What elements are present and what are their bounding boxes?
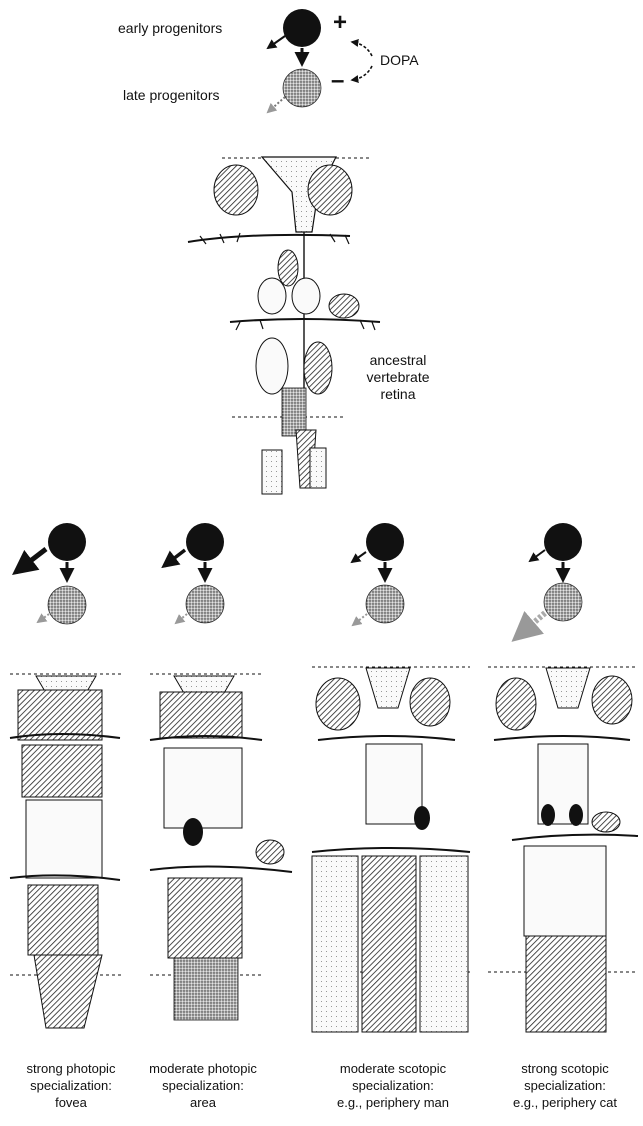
caption-fovea: strong photopic specialization: fovea [0,1060,146,1111]
col4-late-progenitor [544,583,582,621]
caption-area-line-1: moderate photopic [128,1060,278,1077]
caption-cat-line-2: specialization: [490,1077,640,1094]
caption-man-line-1: moderate scotopic [318,1060,468,1077]
caption-cat-line-3: e.g., periphery cat [490,1094,640,1111]
col2-early-progenitor [186,523,224,561]
dopa-minus-arrow [352,66,372,80]
ancestral-retina-drawing [188,157,380,494]
col2-early-exit-arrow [164,550,185,566]
col1-early-exit-arrow [16,549,46,572]
col4-late-exit-arrow [516,613,545,638]
late-progenitors-label: late progenitors [123,87,220,104]
caption-fovea-line-2: specialization: [0,1077,146,1094]
dopa-label: DOPA [380,52,419,69]
column-1-fovea [10,523,122,1028]
caption-periphery-cat: strong scotopic specialization: e.g., pe… [490,1060,640,1111]
caption-periphery-man: moderate scotopic specialization: e.g., … [318,1060,468,1111]
col3-late-progenitor [366,585,404,623]
late-exit-arrow [268,97,285,112]
early-progenitors-label: early progenitors [118,20,222,37]
early-exit-arrow [268,36,285,48]
dopa-plus-arrow [352,42,372,56]
early-progenitor-cell [283,9,321,47]
caption-cat-line-1: strong scotopic [490,1060,640,1077]
ancestral-retina-label: ancestral vertebrate retina [352,352,444,403]
column-4-periphery-cat [488,523,638,1032]
caption-fovea-line-3: fovea [0,1094,146,1111]
late-progenitor-cell [283,69,321,107]
ancestral-label-line-3: retina [352,386,444,403]
col4-early-progenitor [544,523,582,561]
col2-late-progenitor [186,585,224,623]
col3-early-exit-arrow [352,552,366,562]
col4-early-exit-arrow [530,550,545,561]
caption-man-line-3: e.g., periphery man [318,1094,468,1111]
ancestral-label-line-1: ancestral [352,352,444,369]
caption-area-line-3: area [128,1094,278,1111]
plus-sign: + [333,14,347,31]
column-3-periphery-man [312,523,470,1032]
col3-early-progenitor [366,523,404,561]
minus-sign: – [331,72,344,89]
progenitor-legend [268,9,372,112]
column-2-area [150,523,292,1020]
ancestral-label-line-2: vertebrate [352,369,444,386]
caption-man-line-2: specialization: [318,1077,468,1094]
col1-late-progenitor [48,586,86,624]
col1-early-progenitor [48,523,86,561]
caption-area-line-2: specialization: [128,1077,278,1094]
caption-area: moderate photopic specialization: area [128,1060,278,1111]
caption-fovea-line-1: strong photopic [0,1060,146,1077]
